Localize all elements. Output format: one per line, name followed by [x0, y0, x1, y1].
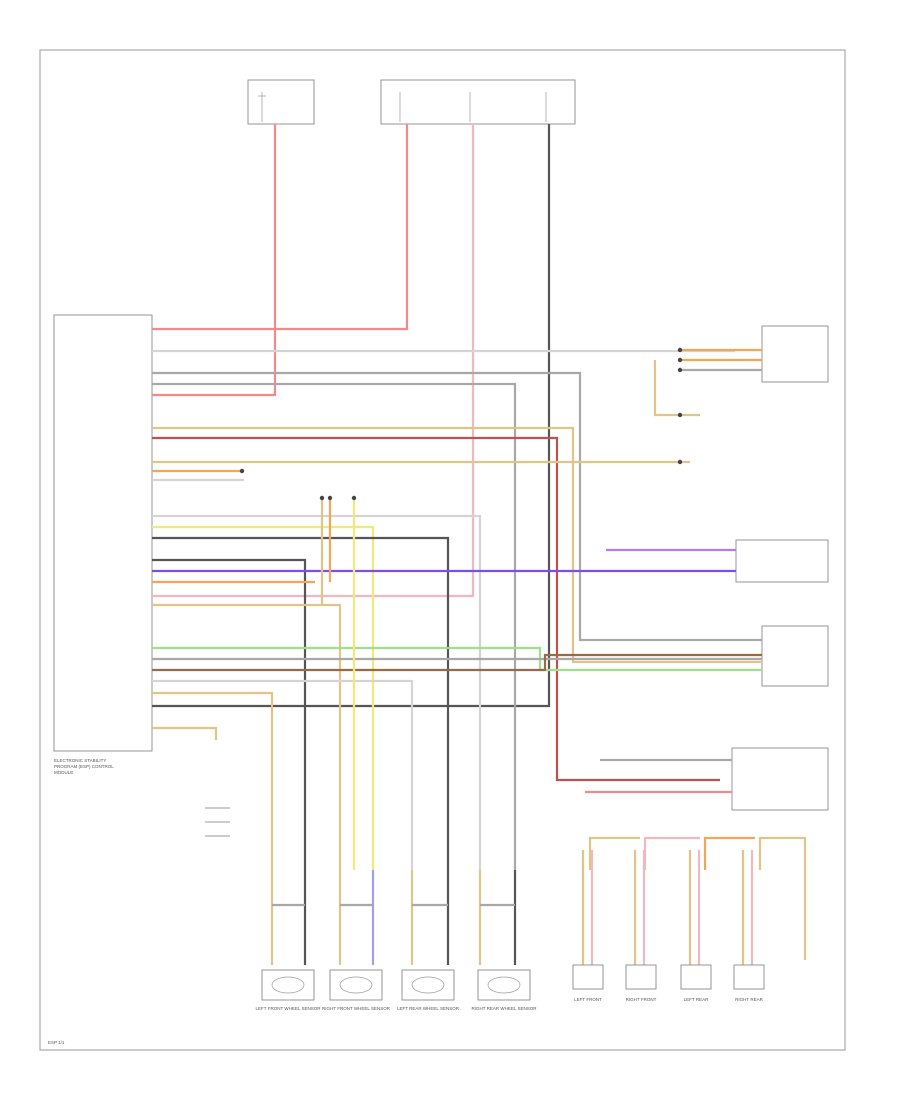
- splice-dot: [677, 357, 683, 363]
- stop-light-switch: [761, 625, 829, 687]
- wire-gray-bus-2: [152, 382, 517, 870]
- wire-darkgray-fuse: [152, 124, 551, 708]
- splice-dot: [677, 347, 683, 353]
- wire-tan-1: [152, 426, 762, 664]
- wheel-sensor: [477, 969, 531, 1001]
- module-name-line: PROGRAM (ESP) CONTROL: [54, 764, 114, 769]
- esp-control-module: [53, 314, 153, 752]
- splice-dot: [351, 495, 357, 501]
- wire-darkgray-3: [152, 558, 307, 870]
- wire-pink-fuse: [152, 124, 475, 598]
- splice-dot: [677, 412, 683, 418]
- ground-symbol: [205, 807, 230, 837]
- wire-tan-branch-fluid: [653, 360, 700, 417]
- wire-yellow-1: [152, 525, 375, 870]
- wire-lightgray-4: [152, 679, 414, 870]
- wire-gray-bus-1: [152, 371, 762, 642]
- module-name-line: ELECTRONIC STABILITY: [54, 758, 106, 763]
- corner-reference: ESP 1/1: [48, 1040, 65, 1045]
- wire-tan-3: [152, 603, 342, 870]
- steering-angle-sensor: [735, 539, 829, 583]
- wire-red-fuse-to-esp: [152, 124, 277, 397]
- wheel-sensor-label: LEFT REAR WHEEL SENSOR: [397, 1006, 460, 1011]
- wire-tan-5: [152, 726, 218, 740]
- brake-pad-sensor: [572, 964, 604, 990]
- wire-brown-1: [152, 653, 762, 672]
- wire-lightgray-3: [152, 514, 482, 870]
- wire-tan-right-1: [588, 836, 640, 870]
- clutch-pedal-switch: [731, 747, 829, 811]
- wheel-sensor-label: RIGHT REAR WHEEL SENSOR: [471, 1006, 537, 1011]
- brake-pad-sensor-label: RIGHT FRONT: [626, 997, 657, 1002]
- splice-dot: [239, 468, 245, 474]
- brake-pad-sensor: [625, 964, 657, 990]
- brake-pad-sensor-label: LEFT REAR: [684, 997, 709, 1002]
- splice-dot: [677, 367, 683, 373]
- diagram-frame: [39, 49, 846, 1051]
- wire-pink-right-1: [643, 836, 700, 870]
- brake-pad-sensor: [733, 964, 765, 990]
- brake-pad-sensor-label: LEFT FRONT: [574, 997, 602, 1002]
- brake-pad-sensor: [680, 964, 712, 990]
- wire-orange-right-1: [703, 836, 755, 870]
- wire-tan-4: [152, 691, 274, 870]
- module-name-line: MODULE: [54, 770, 73, 775]
- wire-darkgray-2: [152, 536, 450, 870]
- wire-red-fuse-to-terminal30: [152, 124, 409, 331]
- wheel-sensor-label: LEFT FRONT WHEEL SENSOR: [256, 1006, 322, 1011]
- fuse-box-left: [247, 79, 315, 125]
- splice-dot: [677, 459, 683, 465]
- wheel-sensor: [329, 969, 383, 1001]
- fuse-box-right: [380, 79, 576, 125]
- wheel-sensor-label: RIGHT FRONT WHEEL SENSOR: [322, 1006, 391, 1011]
- wheel-sensor: [261, 969, 315, 1001]
- splice-dot: [327, 495, 333, 501]
- wheel-sensor: [401, 969, 455, 1001]
- wire-tan-right-2: [758, 836, 807, 960]
- splice-dot: [319, 495, 325, 501]
- brake-fluid-level-switch: [761, 325, 829, 383]
- wire-darkred-1: [152, 436, 720, 782]
- brake-pad-sensor-label: RIGHT REAR: [735, 997, 763, 1002]
